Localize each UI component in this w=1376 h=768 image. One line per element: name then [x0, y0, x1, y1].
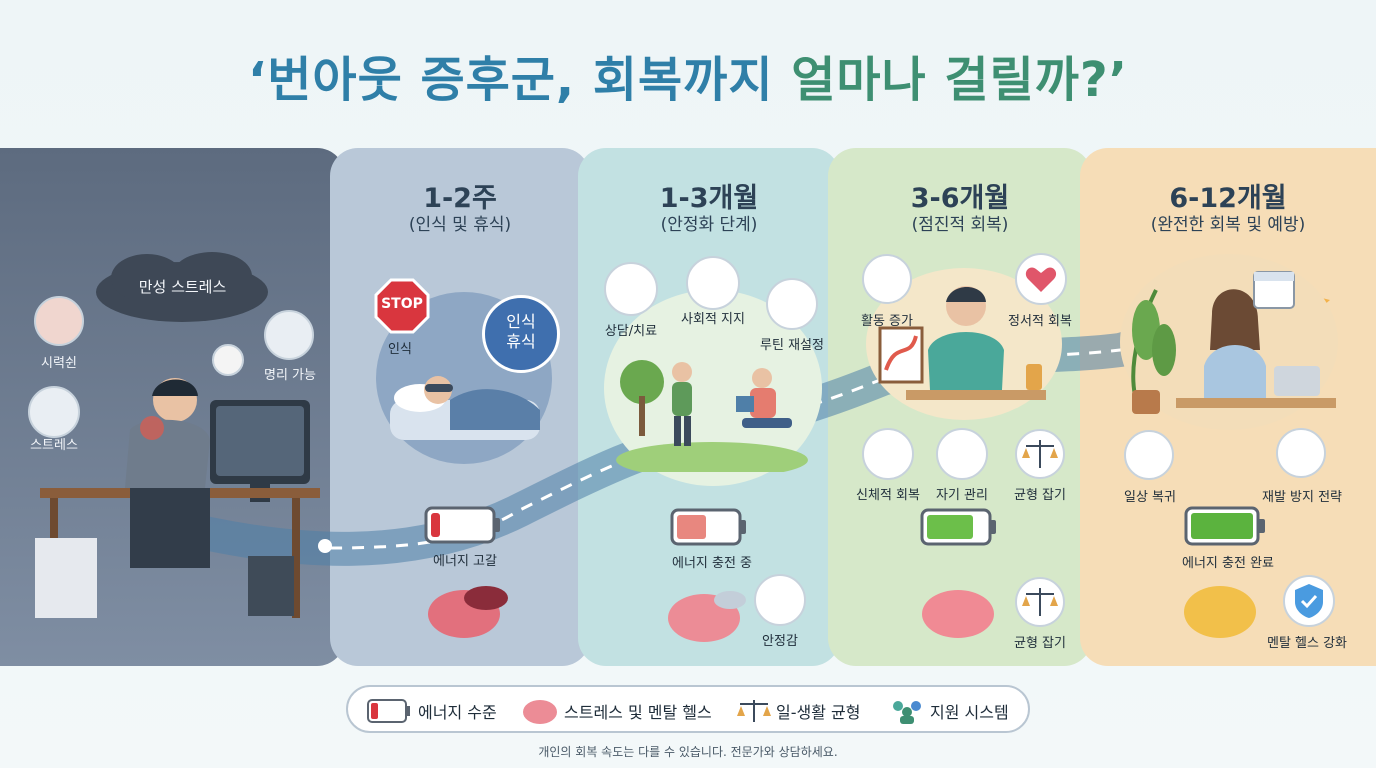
brain-fog-icon — [264, 310, 314, 360]
mental-health-label: 멘탈 헬스 강화 — [1266, 636, 1348, 651]
energy-full-label: 에너지 충전 완료 — [1182, 556, 1274, 571]
battery-icon — [670, 508, 746, 546]
recognition-rest-badge — [482, 295, 560, 373]
scale-icon — [1015, 577, 1065, 627]
healthy-food-icon — [862, 428, 914, 480]
emotional-recovery-label: 정서적 회복 — [1008, 314, 1072, 329]
stress-cloud — [96, 252, 268, 322]
recognition-label: 인식 — [388, 342, 412, 357]
heart-icon — [1015, 253, 1067, 305]
stage-4-subtitle: (완전한 회복 및 예방) — [1150, 215, 1306, 235]
stop-sign-icon — [374, 278, 430, 334]
painting-person-illustration — [878, 286, 1046, 400]
high-five-icon — [686, 256, 740, 310]
stress-cloud-label: 만성 스트레스 — [138, 278, 227, 296]
meditation-icon — [936, 428, 988, 480]
brain-icon — [523, 700, 557, 724]
legend-balance: 일-생활 균형 — [776, 703, 861, 722]
title-part-2: 얼마나 걸릴까?’ — [791, 52, 1128, 108]
stage-1-subtitle: (인식 및 휴식) — [408, 215, 512, 235]
people-icon — [893, 701, 921, 724]
legend-support: 지원 시스템 — [930, 703, 1009, 722]
balance-label-2: 균형 잡기 — [1014, 636, 1066, 651]
shield-check-icon — [1283, 575, 1335, 627]
symptom-label-3: 명리 가능 — [264, 368, 316, 383]
working-woman-illustration — [1131, 289, 1336, 414]
symptom-label-2: 스트레스 — [30, 438, 78, 453]
battery-icon — [424, 506, 500, 544]
counseling-icon — [604, 262, 658, 316]
return-to-daily-label: 일상 복귀 — [1124, 490, 1176, 505]
legend: 에너지 수준 스트레스 및 멘탈 헬스 일-생활 균형 지원 시스템 — [346, 685, 1030, 733]
social-support-label: 사회적 지지 — [681, 312, 745, 327]
scale-icon — [1015, 429, 1065, 479]
neck-pain-icon — [34, 296, 84, 346]
people-icon — [1276, 428, 1326, 478]
brain-icon — [922, 590, 994, 638]
recognition-rest-badge-label: 인식 휴식 — [506, 312, 536, 351]
scale-icon — [737, 700, 771, 722]
self-care-label: 자기 관리 — [936, 488, 988, 503]
head-icon — [28, 386, 80, 438]
calendar-icon — [766, 278, 818, 330]
stop-sign-label: STOP — [381, 296, 423, 312]
brain-icon — [668, 591, 746, 642]
stage-2-period: 1-3개월 — [659, 183, 759, 214]
stability-label: 안정감 — [762, 634, 798, 649]
physical-recovery-label: 신체적 회복 — [856, 488, 920, 503]
battery-icon — [920, 508, 996, 546]
stage-1-period: 1-2주 — [423, 183, 497, 214]
energy-depleted-label: 에너지 고갈 — [433, 554, 497, 569]
vegetables-icon — [862, 254, 912, 304]
brain-icon — [1184, 586, 1256, 638]
battery-icon — [367, 699, 410, 723]
routine-reset-label: 루틴 재설정 — [760, 338, 824, 353]
battery-icon — [1184, 506, 1265, 546]
legend-stress: 스트레스 및 멘탈 헬스 — [564, 703, 712, 722]
activity-increase-label: 활동 증가 — [861, 314, 913, 329]
title-part-1: ‘번아웃 증후군, 회복까지 — [248, 52, 792, 108]
stressed-person-illustration — [35, 378, 320, 618]
balance-label: 균형 잡기 — [1014, 488, 1066, 503]
sleeping-person-illustration — [390, 376, 540, 440]
symptom-label-1: 시력쉰 — [41, 356, 77, 371]
stage-3-subtitle: (점진적 회복) — [911, 215, 1009, 235]
stage-3-period: 3-6개월 — [910, 183, 1010, 214]
calendar-icon — [1253, 271, 1295, 309]
energy-charging-label: 에너지 충전 중 — [671, 556, 753, 571]
legend-energy: 에너지 수준 — [418, 703, 497, 722]
calm-brain-icon — [754, 574, 806, 626]
stage-2-subtitle: (안정화 단계) — [660, 215, 758, 235]
footnote: 개인의 회복 속도는 다를 수 있습니다. 전문가와 상담하세요. — [538, 745, 838, 759]
clock-icon — [212, 344, 244, 376]
stage-4-period: 6-12개월 — [1169, 183, 1287, 214]
counseling-label: 상담/치료 — [604, 324, 658, 339]
relapse-prevention-label: 재발 방지 전략 — [1261, 490, 1343, 505]
page-title: ‘번아웃 증후군, 회복까지 얼마나 걸릴까?’ — [0, 40, 1376, 110]
scale-icon — [1124, 430, 1174, 480]
brain-icon — [428, 586, 508, 638]
walking-reading-illustration — [616, 360, 808, 472]
